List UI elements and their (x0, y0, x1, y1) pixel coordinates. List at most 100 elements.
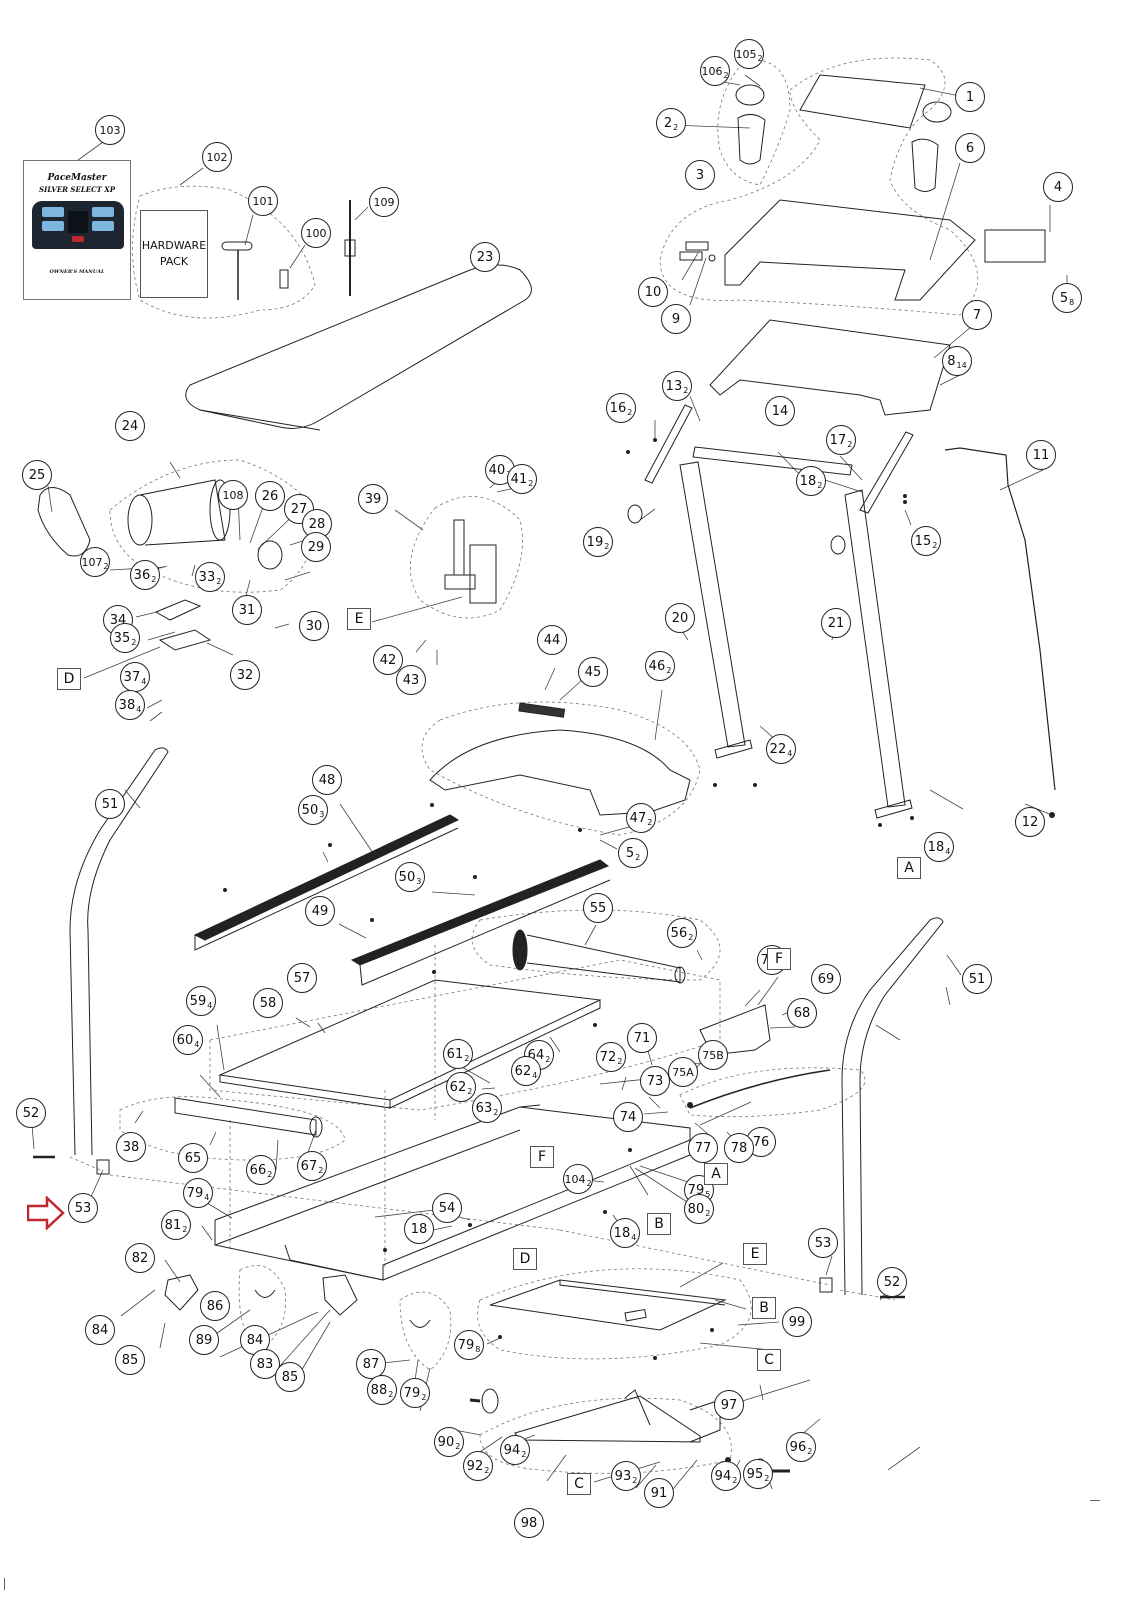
part-number: 61 (446, 1046, 464, 1062)
part-number: 23 (476, 249, 494, 265)
assembly-ref-F2: F (530, 1146, 554, 1168)
part-callout-18c: 18 (404, 1214, 434, 1244)
part-number: 67 (300, 1158, 318, 1174)
handrail-left (70, 748, 168, 1155)
part-number: 5 (1059, 290, 1069, 306)
part-quantity: 2 (757, 54, 763, 63)
handrail-right (842, 918, 943, 1295)
part-callout-85a: 85 (115, 1345, 145, 1375)
part-number: 75A (672, 1065, 694, 1079)
part-number: 20 (671, 610, 689, 626)
bolt-90 (470, 1400, 480, 1401)
part-callout-75B: 75B (698, 1040, 728, 1070)
part-quantity: 2 (635, 853, 641, 862)
safety-key (280, 270, 288, 288)
part-quantity: 8 (475, 1345, 481, 1354)
manual-console-image (32, 201, 124, 249)
highlight-arrow-icon (27, 1196, 65, 1230)
part-number: 41 (510, 471, 528, 487)
part-number: 1 (965, 89, 975, 105)
hardware-dots (223, 438, 1055, 1463)
motor-plates (156, 600, 210, 650)
part-callout-91: 91 (644, 1478, 674, 1508)
part-quantity: 2 (688, 933, 694, 942)
part-number: 10 (644, 284, 662, 300)
part-callout-86: 86 (200, 1291, 230, 1321)
part-callout-54: 54 (432, 1193, 462, 1223)
part-number: 46 (648, 658, 666, 674)
part-callout-48: 48 (312, 765, 342, 795)
part-number: 69 (817, 971, 835, 987)
part-number: 38 (122, 1139, 140, 1155)
crossbars (628, 405, 913, 554)
part-number: 12 (1021, 814, 1039, 830)
part-callout-23: 23 (470, 242, 500, 272)
drive-belt (38, 488, 90, 557)
part-number: 63 (475, 1100, 493, 1116)
part-quantity: 2 (673, 123, 679, 132)
part-quantity: 2 (764, 1474, 770, 1483)
part-callout-82: 82 (125, 1243, 155, 1273)
part-quantity: 8 (1069, 298, 1075, 307)
part-number: 9 (671, 311, 681, 327)
assembly-ref-D2: D (513, 1248, 537, 1270)
side-rail-right (352, 860, 608, 965)
hood-badge (519, 703, 565, 717)
part-number: 78 (730, 1140, 748, 1156)
part-number: 45 (584, 664, 602, 680)
part-number: 18 (799, 473, 817, 489)
part-number: 35 (113, 630, 131, 646)
part-callout-7: 7 (962, 300, 992, 330)
console (680, 75, 1045, 300)
part-number: 59 (189, 993, 207, 1009)
part-quantity: 3 (416, 877, 422, 886)
part-number: 13 (665, 378, 683, 394)
part-quantity: 2 (817, 481, 823, 490)
part-quantity: 2 (464, 1054, 470, 1063)
part-quantity: 2 (216, 577, 222, 586)
part-callout-87: 87 (356, 1349, 386, 1379)
assembly-ref-B1: B (647, 1213, 671, 1235)
part-callout-53b: 53 (808, 1228, 838, 1258)
assembly-ref-A1: A (897, 857, 921, 879)
part-callout-73: 73 (640, 1066, 670, 1096)
assembly-ref-E1: E (347, 608, 371, 630)
part-callout-102: 102 (202, 142, 232, 172)
part-number: 55 (589, 900, 607, 916)
front-roller (513, 930, 685, 983)
clamp-87 (410, 1320, 430, 1328)
upright-left (680, 462, 752, 758)
part-number: 100 (305, 226, 327, 240)
part-quantity: 2 (732, 1476, 738, 1485)
part-quantity: 2 (103, 562, 109, 571)
part-number: 27 (290, 501, 308, 517)
part-quantity: 2 (151, 575, 157, 584)
part-callout-103: 103 (95, 115, 125, 145)
incline-motor (445, 520, 496, 603)
part-number: 103 (99, 123, 121, 137)
part-callout-9: 9 (661, 304, 691, 334)
part-number: 74 (619, 1109, 637, 1125)
assembly-ref-F1: F (767, 948, 791, 970)
rear-roller (175, 1098, 322, 1137)
end-cap-right (820, 1278, 832, 1292)
part-quantity: 4 (136, 705, 142, 714)
part-quantity: 4 (207, 1001, 213, 1010)
part-number: 52 (883, 1274, 901, 1290)
part-number: 98 (520, 1515, 538, 1531)
part-callout-6: 6 (955, 133, 985, 163)
part-number: 85 (281, 1369, 299, 1385)
